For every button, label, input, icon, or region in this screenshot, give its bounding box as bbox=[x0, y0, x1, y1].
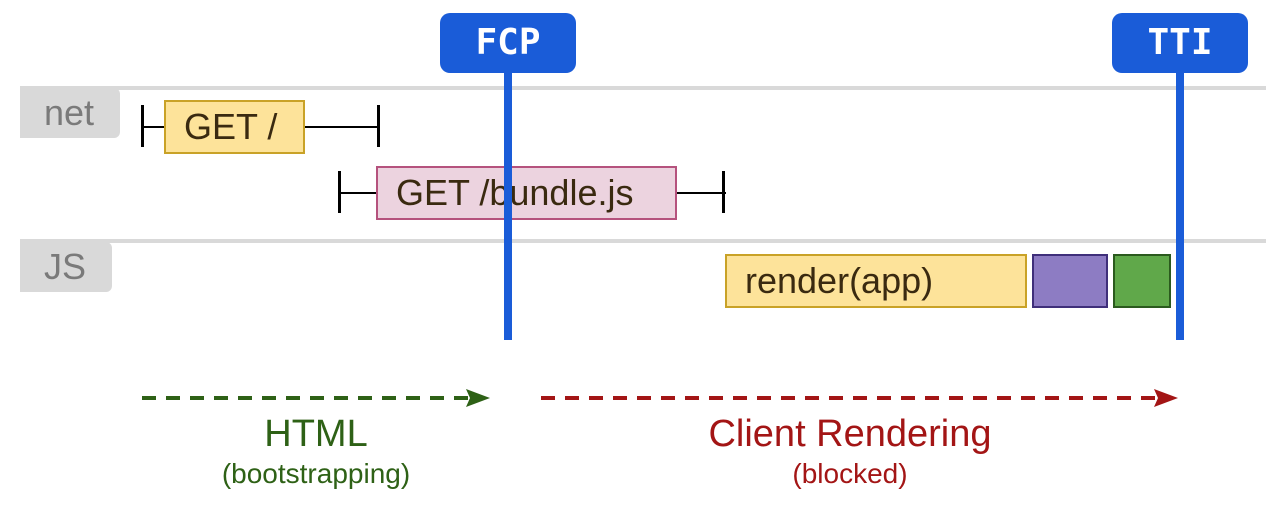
js-task-green bbox=[1113, 254, 1171, 308]
request-get-root-box: GET / bbox=[164, 100, 305, 154]
client-phase-title: Client Rendering bbox=[708, 413, 992, 455]
client-phase-label: Client Rendering (blocked) bbox=[650, 411, 1050, 491]
js-lane-divider bbox=[20, 239, 1266, 243]
request-get-bundle: GET /bundle.js bbox=[338, 166, 728, 220]
tti-marker-line bbox=[1176, 40, 1184, 340]
net-lane-label: net bbox=[20, 88, 120, 138]
html-phase-title: HTML bbox=[264, 413, 368, 455]
fcp-marker-line bbox=[504, 40, 512, 340]
js-task-purple bbox=[1032, 254, 1108, 308]
request-get-bundle-box: GET /bundle.js bbox=[376, 166, 677, 220]
net-lane-divider bbox=[20, 86, 1266, 90]
js-lane-label: JS bbox=[20, 242, 112, 292]
html-phase-label: HTML (bootstrapping) bbox=[166, 411, 466, 491]
js-task-render-label: render(app) bbox=[745, 260, 934, 301]
html-phase-subtitle: (bootstrapping) bbox=[221, 458, 411, 489]
request-end-cap bbox=[722, 171, 725, 213]
request-get-root: GET / bbox=[141, 100, 381, 154]
html-phase-arrow bbox=[142, 389, 490, 407]
tti-marker-flag: TTI bbox=[1112, 13, 1248, 73]
fcp-marker-flag: FCP bbox=[440, 13, 576, 73]
request-end-cap bbox=[377, 105, 380, 147]
js-task-render: render(app) bbox=[725, 254, 1027, 308]
client-phase-subtitle: (blocked) bbox=[792, 458, 908, 489]
client-phase-arrow bbox=[541, 389, 1178, 407]
